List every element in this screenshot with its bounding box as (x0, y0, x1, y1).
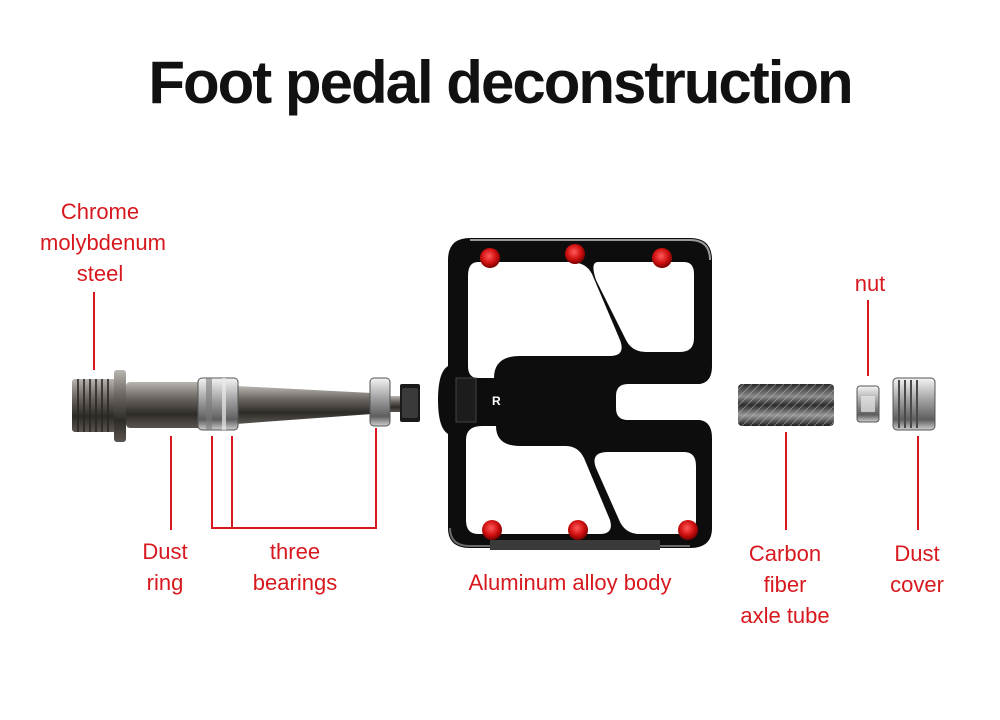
label-dust-ring: Dust ring (142, 539, 188, 595)
bolt-icon (678, 520, 698, 540)
label-carbon-fiber-axle-tube: Carbon fiber axle tube (740, 541, 830, 628)
page-title: Foot pedal deconstruction (148, 49, 853, 116)
dust-cover-part (892, 377, 936, 431)
side-mark: R (492, 394, 501, 408)
bolt-icon (565, 244, 585, 264)
bolt-icon (482, 520, 502, 540)
label-chrome-molybdenum-steel: Chrome molybdenum steel (40, 199, 166, 286)
spindle-axle (72, 370, 420, 442)
dust-ring-and-bearings (197, 377, 391, 431)
label-three-bearings: three bearings (252, 539, 338, 595)
pedal-body: R MEROCA (438, 238, 712, 550)
bolt-icon (568, 520, 588, 540)
brand-logo: MEROCA (630, 393, 683, 407)
leader-lines (93, 292, 919, 530)
bolt-icon (652, 248, 672, 268)
label-aluminum-alloy-body: Aluminum alloy body (468, 570, 672, 595)
label-dust-cover: Dust cover (890, 541, 944, 597)
nut-part (856, 385, 880, 423)
label-nut: nut (854, 271, 886, 296)
bolt-icon (480, 248, 500, 268)
carbon-fiber-axle-tube (738, 384, 834, 426)
